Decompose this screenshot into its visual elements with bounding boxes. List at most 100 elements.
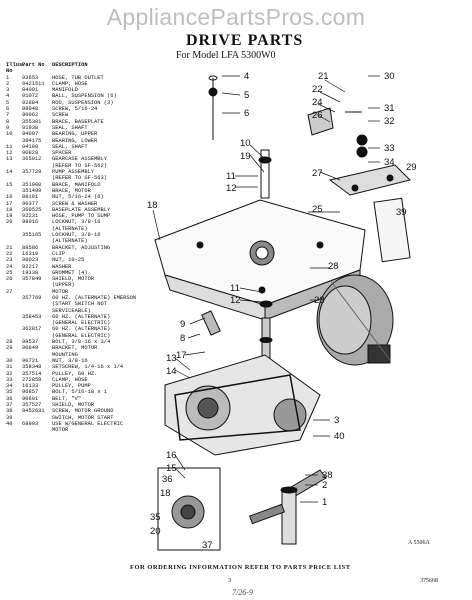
part-no: 98023 xyxy=(22,257,39,264)
part-description: BRACE, BASEPLATE xyxy=(52,118,104,125)
part-description: NUT, 5/16-24 (6) xyxy=(52,194,104,201)
part-no: 384175 xyxy=(22,137,42,144)
illus-no: 5 xyxy=(6,99,10,106)
part-description: (GENERAL ELECTRIC) xyxy=(52,320,111,327)
motor-shield xyxy=(373,197,411,263)
part-no: 92217 xyxy=(22,263,39,270)
part-no: 90062 xyxy=(22,112,39,119)
callout-label: 12 xyxy=(230,295,241,306)
parts-row: (ALTERNATE) xyxy=(6,238,176,244)
illus-no: 32 xyxy=(6,370,13,377)
part-description: BEARING, LOWER xyxy=(52,137,98,144)
part-no: 16133 xyxy=(22,383,39,390)
illus-no: 21 xyxy=(6,244,13,251)
callout-label: 2 xyxy=(322,480,327,491)
part-no: 357514 xyxy=(22,370,42,377)
part-no: 90721 xyxy=(22,357,39,364)
part-description: 60 HZ. (ALTERNATE) xyxy=(52,313,111,320)
callout-label: 29 xyxy=(406,162,417,173)
part-description: 60 HZ. (ALTERNATE) EMERSON xyxy=(52,294,137,301)
callout-label: 21 xyxy=(318,71,329,82)
parts-row: 7 90062 SCREW xyxy=(6,112,176,118)
illus-no: 4 xyxy=(6,93,10,100)
suspension-ball-icon xyxy=(208,87,218,97)
callout-label: 6 xyxy=(244,108,249,119)
callout-label: 26 xyxy=(312,110,323,121)
part-description: SERVICEABLE) xyxy=(52,307,91,314)
part-no: 90829 xyxy=(22,150,39,157)
callout-label: 20 xyxy=(150,526,161,537)
part-description: NUT, 3/8-16 xyxy=(52,357,88,364)
parts-row: (START SWITCH NOT xyxy=(6,301,176,307)
part-no: 90849 xyxy=(22,345,39,352)
illus-no: 27 xyxy=(6,288,13,295)
part-no: 94097 xyxy=(22,131,39,138)
parts-row: 8 355301 BRACE, BASEPLATE xyxy=(6,119,176,125)
part-no: 355301 xyxy=(22,118,42,125)
callout-label: 23 xyxy=(314,295,325,306)
part-no: 357527 xyxy=(22,402,42,409)
illus-no: 39 xyxy=(6,414,13,421)
part-description: CLIP xyxy=(52,250,65,257)
part-description: SCREW, MOTOR GROUND xyxy=(52,408,114,415)
illus-no: 33 xyxy=(6,376,13,383)
illus-no: 20 xyxy=(6,219,13,226)
part-description: SCREW xyxy=(52,112,69,119)
illus-no: 26 xyxy=(6,276,13,283)
part-description: BASEPLATE ASSEMBLY xyxy=(52,206,111,213)
part-description: (REFER TO SF-563) xyxy=(52,175,107,182)
header-description: DESCRIPTION xyxy=(52,62,88,68)
illus-no: 7 xyxy=(6,112,10,119)
parts-row: 35 96857 BOLT, 5/16-18 x 1 xyxy=(6,389,176,395)
part-no: 272858 xyxy=(22,376,42,383)
part-description: MOTOR xyxy=(52,427,69,434)
illus-no: 8 xyxy=(6,118,10,125)
part-description: PULLEY, 60 HZ. xyxy=(52,370,98,377)
parts-row: (GENERAL ELECTRIC) xyxy=(6,333,176,339)
illus-no: 35 xyxy=(6,389,13,396)
part-description: BALL, SUSPENSION (6) xyxy=(52,93,117,100)
callout-label: 10 xyxy=(240,138,251,149)
callout-label: 32 xyxy=(384,116,395,127)
motor-bracket xyxy=(328,164,411,196)
part-description: PUMP ASSEMBLY xyxy=(52,169,95,176)
part-description: ROD, SUSPENSION (3) xyxy=(52,99,114,106)
page-title: DRIVE PARTS xyxy=(186,32,304,49)
part-no: 351900 xyxy=(22,181,42,188)
parts-row: (REFER TO SF-562) xyxy=(6,163,176,169)
part-description: BOLT, 5/16-18 x 1 xyxy=(52,389,107,396)
callout-label: 28 xyxy=(328,261,339,272)
part-description: (UPPER) xyxy=(52,282,75,289)
callout-label: 13 xyxy=(166,353,177,364)
illus-no: 13 xyxy=(6,156,13,163)
parts-row: (ALTERNATE) xyxy=(6,226,176,232)
illus-no: 2 xyxy=(6,80,10,87)
callout-label: 12 xyxy=(226,183,237,194)
part-description: WASHER xyxy=(52,263,72,270)
illus-no: 29 xyxy=(6,345,13,352)
part-description: SCREW & WASHER xyxy=(52,200,98,207)
part-no: 84091 xyxy=(22,87,39,94)
part-no: 357849 xyxy=(22,276,42,283)
illus-no: 19 xyxy=(6,213,13,220)
part-no: 96857 xyxy=(22,389,39,396)
